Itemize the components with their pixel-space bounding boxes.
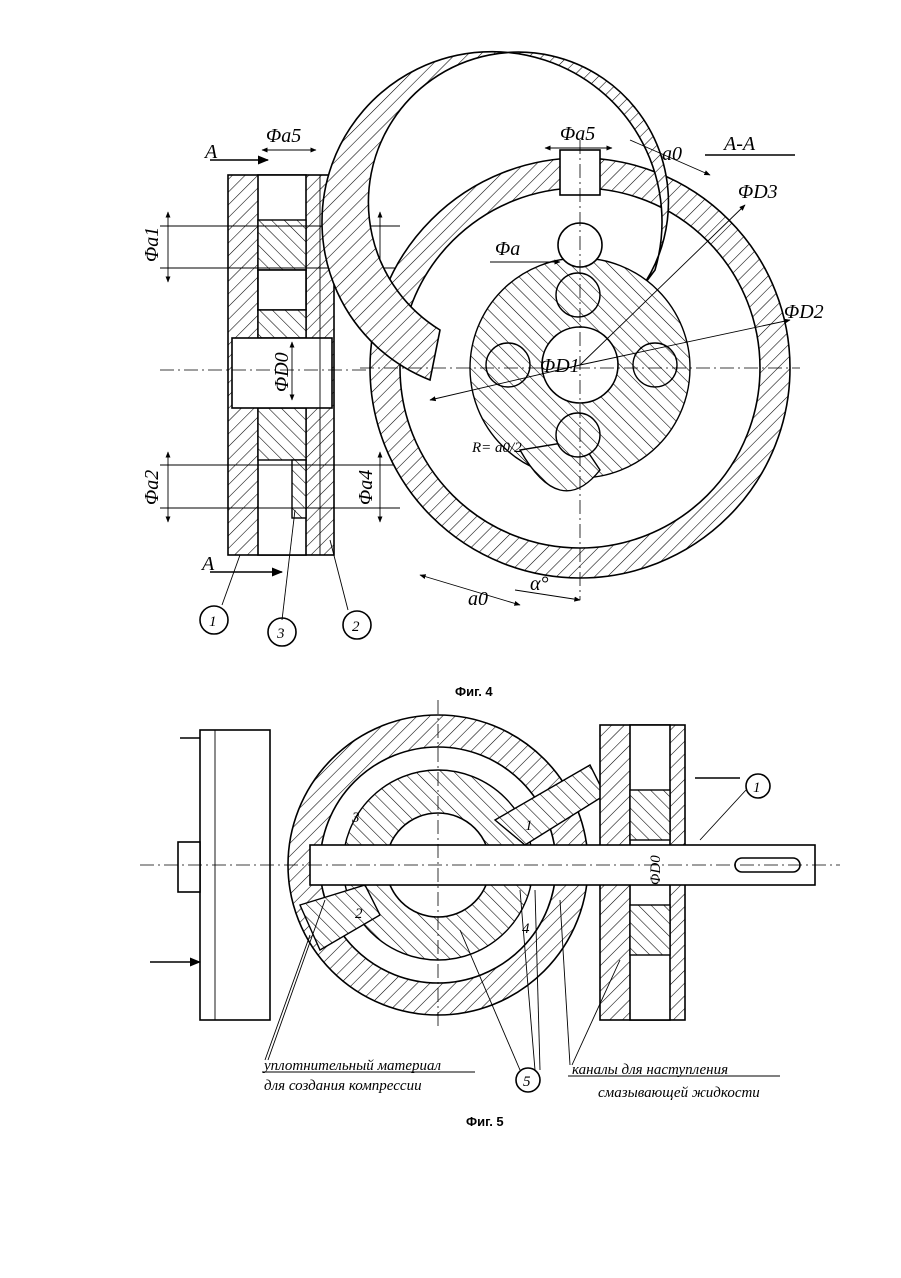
fig5-callout-1b: 1: [525, 818, 533, 834]
note-right-line2: смазывающей жидкости: [598, 1085, 760, 1101]
fig5-callout-5: 5: [523, 1074, 531, 1090]
dim-a0-top-label: a0: [662, 143, 682, 165]
side-insert-low: [258, 408, 306, 460]
dim-d3-label: ΦD3: [738, 181, 778, 203]
dim-a4-label: Φa4: [355, 470, 377, 505]
dim-a0-bottom-label: a0: [468, 588, 488, 610]
dim-alpha-label: α°: [530, 573, 549, 595]
right-insert-bottom: [630, 905, 670, 955]
note-left-line2: для создания компрессии: [264, 1078, 422, 1094]
ball-top: [556, 273, 600, 317]
dim-a5-left-label: Φa5: [266, 125, 301, 147]
side-insert-mid: [258, 310, 306, 338]
dim-d0-label: ΦD0: [271, 352, 293, 392]
section-mark-bottom: A: [200, 553, 215, 575]
note-right-line1: каналы для наступления: [572, 1062, 728, 1078]
callout-1: 1: [209, 614, 217, 630]
dim-d1-label: ΦD1: [540, 355, 580, 377]
fig5-leader-seal-b: [268, 900, 325, 1060]
note-left-line1: уплотнительный материал: [262, 1058, 442, 1074]
side-groove-top: [258, 270, 306, 310]
dim-d2-label: ΦD2: [784, 301, 824, 323]
figure4-caption: Фиг. 4: [455, 684, 493, 699]
callout-3: 3: [276, 626, 285, 642]
left-flange: [200, 730, 270, 1020]
left-shaft-stub: [178, 842, 200, 892]
fig5-callout-3: 3: [351, 810, 360, 826]
leader-2: [330, 540, 348, 610]
fig5-callout-2: 2: [355, 906, 363, 922]
right-insert-top: [630, 790, 670, 840]
fig5-callout-4: 4: [522, 921, 530, 937]
callout-2: 2: [352, 619, 360, 635]
section-mark-top: A: [203, 141, 218, 163]
dim-a1-label: Φa1: [141, 227, 163, 262]
ball-left: [486, 343, 530, 387]
leader-1: [222, 555, 240, 605]
radius-label: R= a0/2: [471, 440, 522, 456]
dim-a5-right-label: Φa5: [560, 123, 595, 145]
fig5-leader-1: [700, 790, 746, 840]
dim-a2-label: Φa2: [141, 470, 163, 505]
side-key: [292, 460, 306, 518]
side-insert-top: [258, 220, 306, 270]
section-label: A-A: [722, 133, 756, 155]
ball-right: [633, 343, 677, 387]
dim-a-label: Φa: [495, 238, 520, 260]
ball-bottom: [556, 413, 600, 457]
fig5-d0-label: ΦD0: [648, 855, 664, 885]
fig5-assembly: [140, 700, 840, 1092]
fig5-leader-seal-a: [265, 935, 310, 1060]
figure5-caption: Фиг. 5: [466, 1114, 504, 1129]
fig5-callout-1: 1: [753, 780, 761, 796]
